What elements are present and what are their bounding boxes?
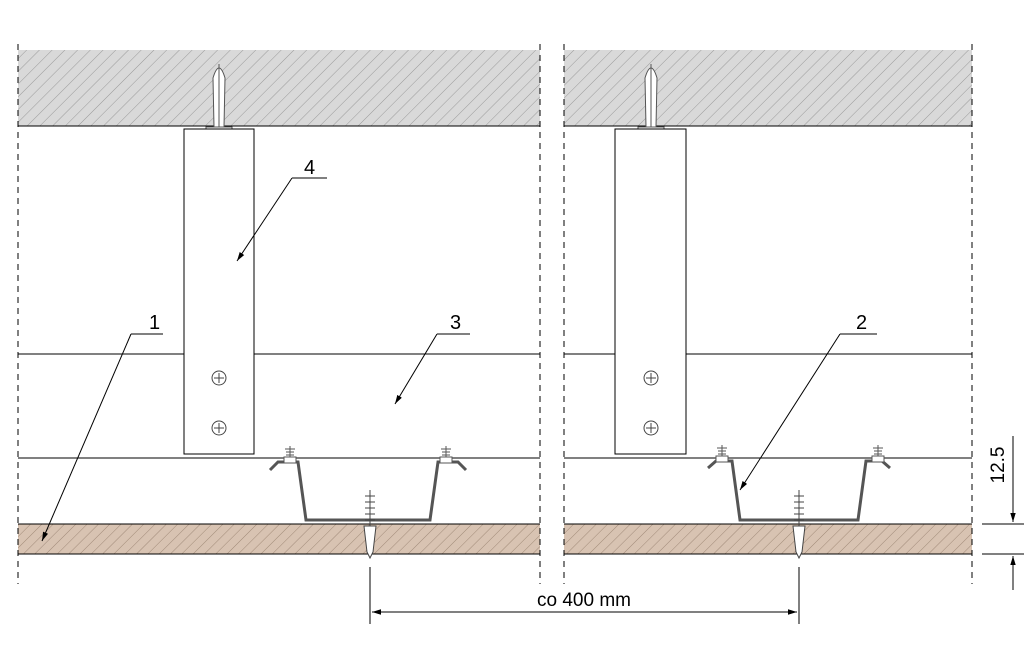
spacing-dimension-label: co 400 mm <box>537 590 631 611</box>
callout-2: 2 <box>739 312 877 491</box>
hanger-left <box>183 128 255 455</box>
callout-1: 1 <box>41 312 163 542</box>
left-panel <box>17 44 541 584</box>
wing-screw-left-a <box>283 446 297 464</box>
callout-4: 4 <box>236 157 327 262</box>
callout-label-2: 2 <box>856 312 867 334</box>
spacing-dimension: co 400 mm <box>369 567 800 624</box>
screw-left-1 <box>211 370 227 386</box>
thickness-dimension: 12.5 <box>982 436 1024 590</box>
right-panel <box>563 44 973 584</box>
callout-3: 3 <box>394 312 470 405</box>
screw-right-1 <box>643 370 659 386</box>
hanger-right <box>614 128 687 455</box>
wing-screw-right-a <box>715 445 729 463</box>
ceiling-profile-left <box>268 460 468 522</box>
wing-screw-right-b <box>871 445 885 463</box>
callout-label-1: 1 <box>149 312 160 334</box>
callout-label-4: 4 <box>304 157 315 179</box>
drywall-screw-right <box>792 490 806 560</box>
wing-screw-left-b <box>439 446 453 464</box>
thickness-dimension-label: 12.5 <box>988 447 1009 484</box>
screw-left-2 <box>211 420 227 436</box>
callout-label-3: 3 <box>450 312 461 334</box>
drywall-screw-left <box>363 490 377 560</box>
screw-right-2 <box>643 420 659 436</box>
